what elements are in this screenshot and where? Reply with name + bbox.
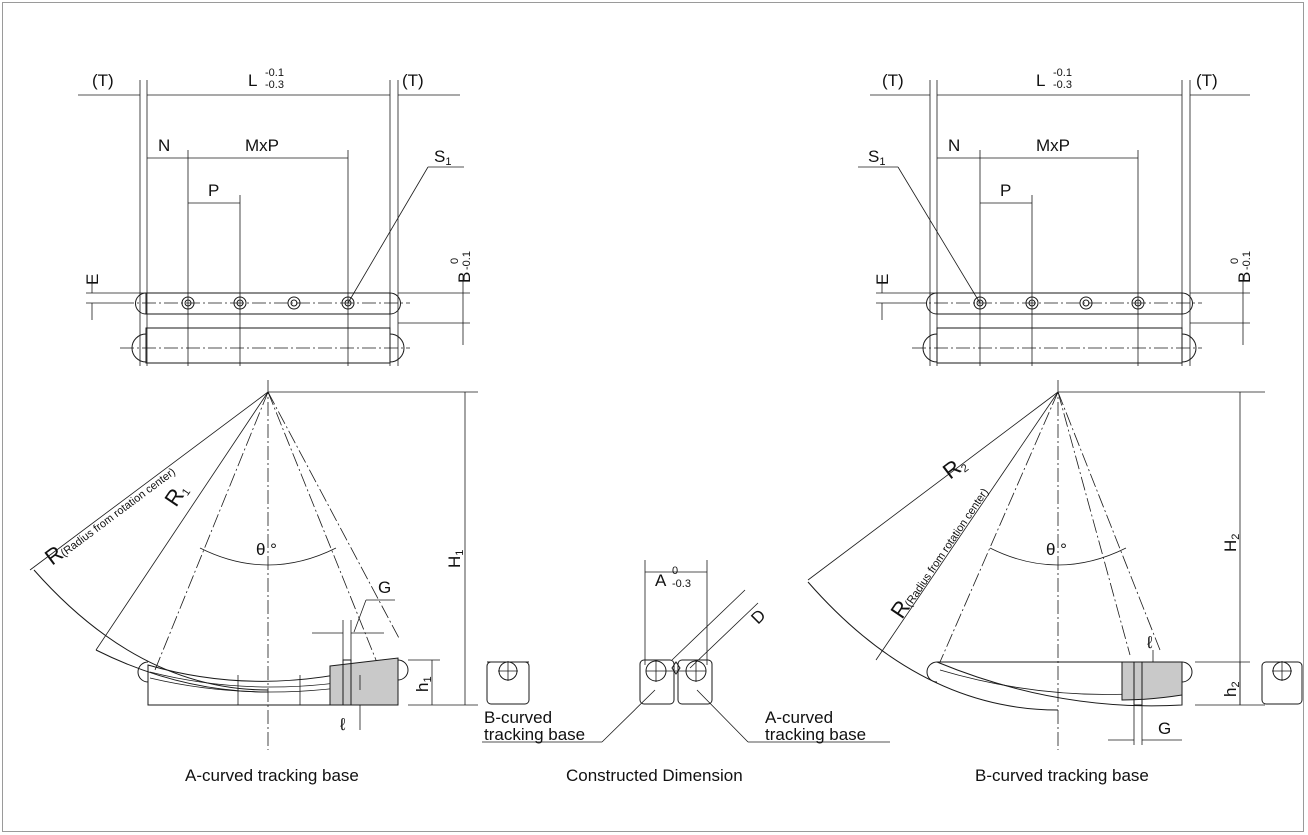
label-t-left: (T) [92,71,114,90]
label-a-base-2: tracking base [765,725,866,744]
label-l: L [248,71,257,90]
right-top-view [858,80,1250,366]
label-l-tol-dn: -0.3 [265,79,284,91]
label-t-right-r: (T) [1196,71,1218,90]
label-h1-small: h1 [413,676,434,692]
label-l-tol-dn-r: -0.3 [1053,79,1072,91]
caption-b-curved: B-curved tracking base [975,766,1149,785]
label-p-r: P [1000,181,1011,200]
svg-text:(Radius from rotation center): (Radius from rotation center) [903,486,991,609]
label-h2: H2 [1221,534,1242,552]
label-t-right: (T) [402,71,424,90]
mount-hole [1131,296,1145,310]
label-n-r: N [948,136,960,155]
label-ell-right: ℓ [1146,633,1153,652]
svg-text:(Radius from rotation center): (Radius from rotation center) [59,466,178,559]
mount-hole [233,296,247,310]
label-l-tol-up: -0.1 [265,67,284,79]
caption-a-curved: A-curved tracking base [185,766,359,785]
label-r-right: R (Radius from rotation center) [885,486,991,622]
label-p: P [208,181,219,200]
label-ell-left: ℓ [339,715,346,734]
label-theta-right: θ ° [1046,540,1067,559]
label-b: B [455,272,474,283]
label-a-tol-dn: -0.3 [672,578,691,590]
caption-constructed: Constructed Dimension [566,766,743,785]
label-n: N [158,136,170,155]
label-a: A [655,571,667,590]
label-mxp-r: MxP [1036,136,1070,155]
label-b-base-1: B-curved [484,708,552,727]
label-b-r: B [1235,272,1254,283]
label-b-tol-up: 0 [449,258,461,264]
right-arc-view [807,380,1265,750]
label-theta-left: θ ° [256,540,277,559]
label-h2-small: h2 [1221,681,1242,697]
label-r2: R2 [938,451,971,485]
label-a-tol-up: 0 [672,565,678,577]
label-s1: S1 [434,147,451,168]
label-t-left-r: (T) [882,71,904,90]
label-g-left: G [378,578,391,597]
label-l-r: L [1036,71,1045,90]
left-end-view [486,661,530,705]
label-g-right: G [1158,719,1171,738]
mount-hole [287,296,301,310]
label-e-r: E [873,274,892,285]
mount-hole [1025,296,1039,310]
label-mxp: MxP [245,136,279,155]
label-l-tol-up-r: -0.1 [1053,67,1072,79]
label-d: D [747,606,769,628]
mount-hole [181,296,195,310]
label-b-base-2: tracking base [484,725,585,744]
left-arc-view [29,380,478,750]
label-b-tol-dn: -0.1 [461,251,473,270]
left-top-view [78,80,470,366]
label-s1-r: S1 [868,147,885,168]
label-h1: H1 [445,550,466,568]
label-a-base-1: A-curved [765,708,833,727]
center-view [482,560,890,743]
mount-hole [1079,296,1093,310]
label-r-left: R (Radius from rotation center) [40,466,178,570]
label-b-tol-up-r: 0 [1229,258,1241,264]
label-b-tol-dn-r: -0.1 [1241,251,1253,270]
mount-hole [973,296,987,310]
right-end-view [1261,661,1303,705]
mount-hole [341,296,355,310]
label-e: E [83,274,102,285]
